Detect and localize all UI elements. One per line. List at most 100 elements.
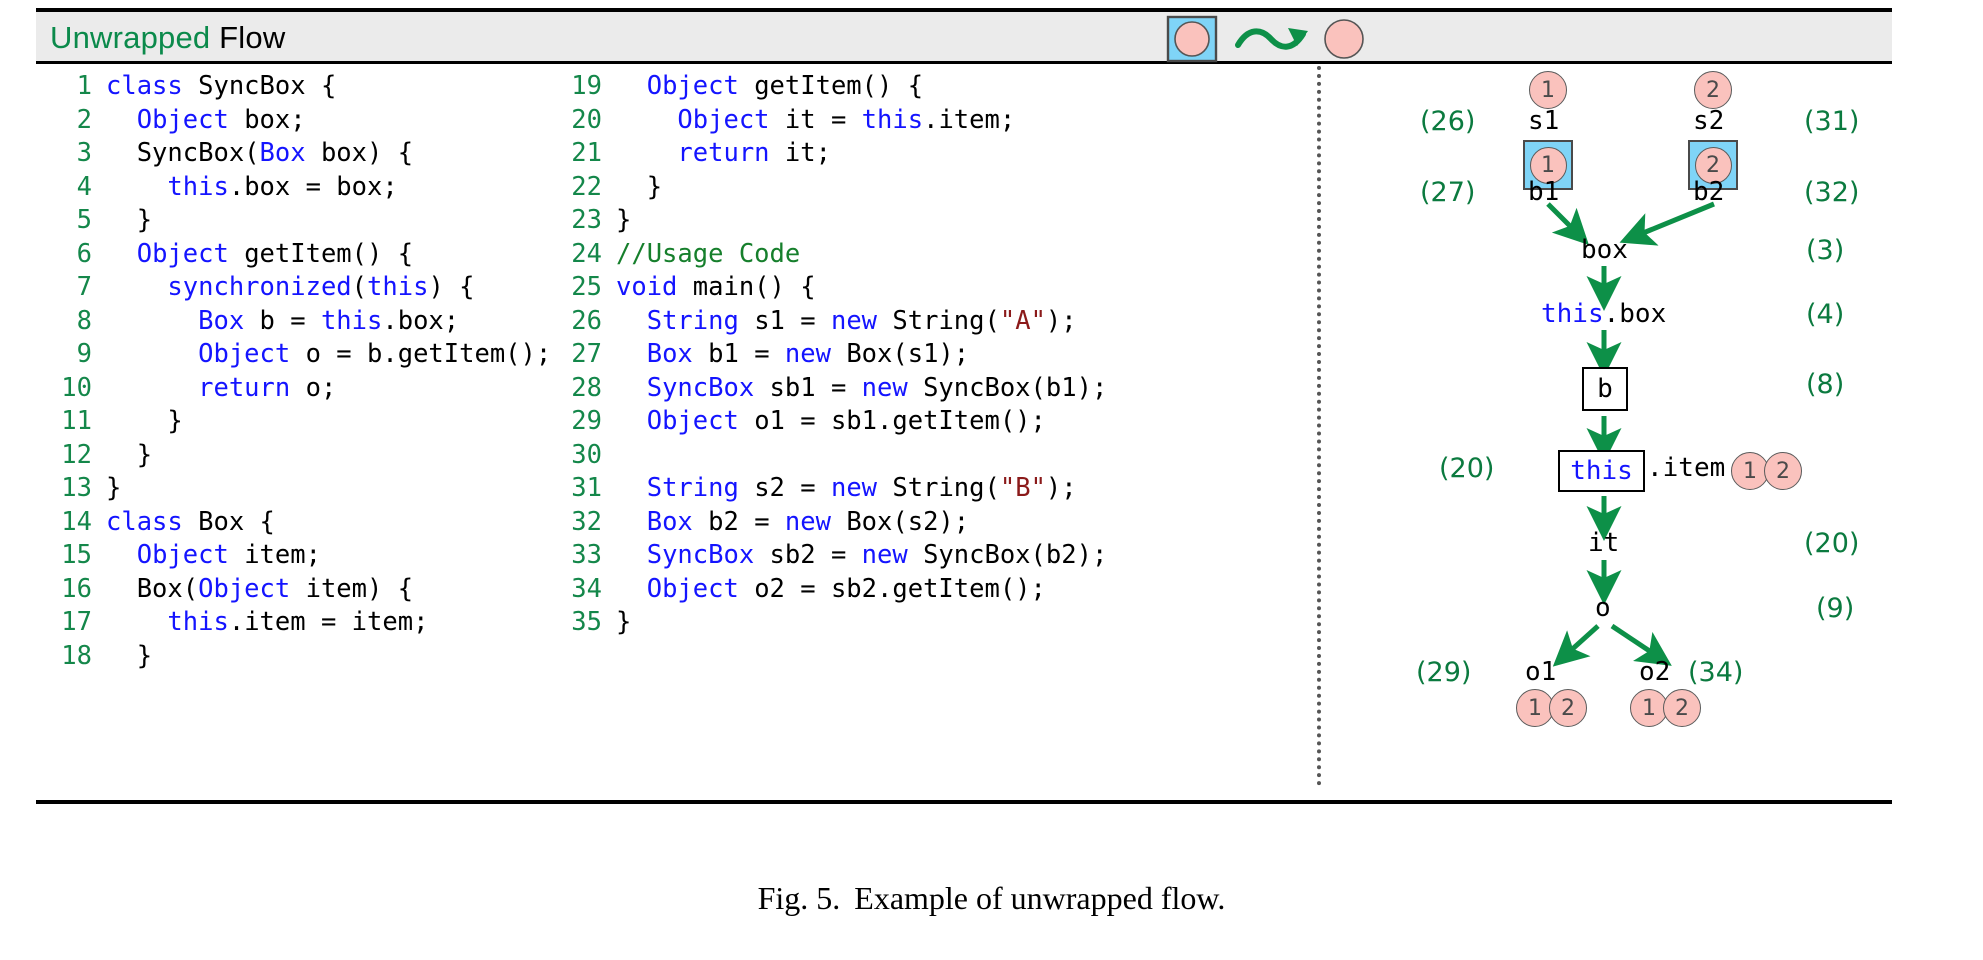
code-line-number: 10 <box>61 372 92 403</box>
node-box-this: this <box>1558 450 1645 492</box>
code-token: new <box>784 506 831 537</box>
code-token: it; <box>769 138 831 168</box>
code-line-number: 6 <box>76 238 92 269</box>
code-token: Box <box>646 506 693 537</box>
flow-diagram: 1 s1 (26) 2 s2 (31) 1 b1 (27) 2 b2 (32) … <box>1336 64 1892 800</box>
code-line-number: 24 <box>571 238 602 269</box>
code-line-number: 28 <box>571 372 602 403</box>
code-token <box>616 507 647 537</box>
panel-divider <box>1317 66 1321 786</box>
tag-circle-item-1: 1 <box>1731 452 1769 490</box>
header-legend-icons <box>1136 12 1536 64</box>
code-token: this <box>167 607 229 637</box>
circle-icon <box>1324 19 1364 59</box>
code-token: box; <box>228 104 306 135</box>
code-token: Box <box>646 339 693 369</box>
page-title-highlight: Unwrapped <box>50 20 211 55</box>
figure-caption-label: Fig. 5. <box>757 880 841 916</box>
code-token: String( <box>877 305 1000 336</box>
code-token: s2 = <box>738 473 831 503</box>
code-token: new <box>861 372 908 403</box>
code-line-number: 27 <box>571 339 602 369</box>
node-label-box: box <box>1581 235 1628 265</box>
code-token <box>616 373 647 403</box>
code-line-number: 21 <box>571 138 602 168</box>
code-line: 27 Box b1 = new Box(s1); <box>556 338 1107 372</box>
tag-circle-o1-2: 2 <box>1549 689 1587 727</box>
code-token: new <box>830 305 878 336</box>
wavy-arrow-icon <box>1235 28 1308 50</box>
code-line: 28 SyncBox sb1 = new SyncBox(b1); <box>556 372 1107 406</box>
code-token <box>616 339 647 369</box>
code-token: return <box>198 372 291 403</box>
code-token: this <box>167 171 229 202</box>
code-line-number: 34 <box>571 573 602 604</box>
code-token: main() { <box>677 272 816 302</box>
keyword-this: this <box>1541 299 1604 329</box>
field-box: .box <box>1603 299 1667 329</box>
code-line-number: 12 <box>61 439 92 470</box>
line-ref-s2: (31) <box>1804 106 1860 137</box>
code-line: 23} <box>556 204 1107 238</box>
node-label-o1: o1 <box>1525 657 1557 687</box>
code-token: String <box>646 305 739 336</box>
code-token: item; <box>228 540 321 570</box>
code-line: 9 Object o = b.getItem(); <box>46 338 552 372</box>
code-token: SyncBox <box>646 372 755 403</box>
code-token: o = b.getItem(); <box>290 339 552 369</box>
code-token <box>616 473 647 503</box>
code-line-number: 26 <box>571 305 602 336</box>
code-line-number: 30 <box>571 439 602 470</box>
code-line: 15 Object item; <box>46 539 551 573</box>
node-label-this-box: this.box <box>1541 299 1666 329</box>
code-token: } <box>616 205 632 235</box>
node-label-s2: s2 <box>1693 106 1725 136</box>
code-line-number: 4 <box>76 171 92 202</box>
code-token: Object <box>677 104 770 135</box>
line-ref-box: (3) <box>1806 235 1845 266</box>
flow-arrows <box>1546 201 1715 667</box>
code-line: 19 Object getItem() { <box>556 70 1107 104</box>
line-ref-this-item: (20) <box>1439 453 1495 484</box>
code-line-number: 14 <box>61 506 92 537</box>
node-box-b: b <box>1582 367 1628 411</box>
code-token: getItem() { <box>228 238 414 269</box>
code-token: Object <box>646 406 739 436</box>
code-line: 21 return it; <box>556 137 1107 171</box>
code-line: 3 SyncBox(Box box) { <box>46 137 551 171</box>
tag-circle-s1: 1 <box>1529 71 1567 109</box>
line-ref-b1: (27) <box>1420 177 1476 208</box>
code-line: 7 synchronized(this) { <box>46 271 551 305</box>
line-ref-s1: (26) <box>1420 106 1476 137</box>
code-token <box>616 540 647 570</box>
code-line: 33 SyncBox sb2 = new SyncBox(b2); <box>556 539 1107 573</box>
line-ref-o: (9) <box>1816 593 1855 624</box>
code-token: Box(s2); <box>830 506 970 537</box>
code-token: SyncBox <box>646 540 755 570</box>
code-token: Box <box>259 138 306 168</box>
code-token: String( <box>877 473 1000 503</box>
node-label-b2: b2 <box>1693 177 1725 207</box>
code-token <box>616 138 677 168</box>
code-line-number: 25 <box>571 272 602 302</box>
code-line-number: 29 <box>571 406 602 436</box>
code-line: 18 } <box>46 640 551 674</box>
boxed-tag-b1: 1 <box>1523 140 1573 190</box>
code-token: this <box>320 305 383 336</box>
code-token: Object <box>198 339 291 369</box>
code-token <box>106 339 198 369</box>
code-token: .box = box; <box>228 171 398 202</box>
code-token: item) { <box>290 573 414 604</box>
node-label-it: it <box>1588 528 1620 558</box>
node-label-s1: s1 <box>1528 106 1560 136</box>
code-token: SyncBox { <box>198 71 337 101</box>
tag-circle-b2: 2 <box>1694 146 1732 184</box>
code-line-number: 7 <box>76 272 92 302</box>
code-token: SyncBox(b2); <box>907 540 1108 570</box>
code-line-number: 31 <box>571 473 602 503</box>
code-line: 26 String s1 = new String("A"); <box>556 305 1107 339</box>
boxed-circle-icon <box>1166 15 1218 63</box>
